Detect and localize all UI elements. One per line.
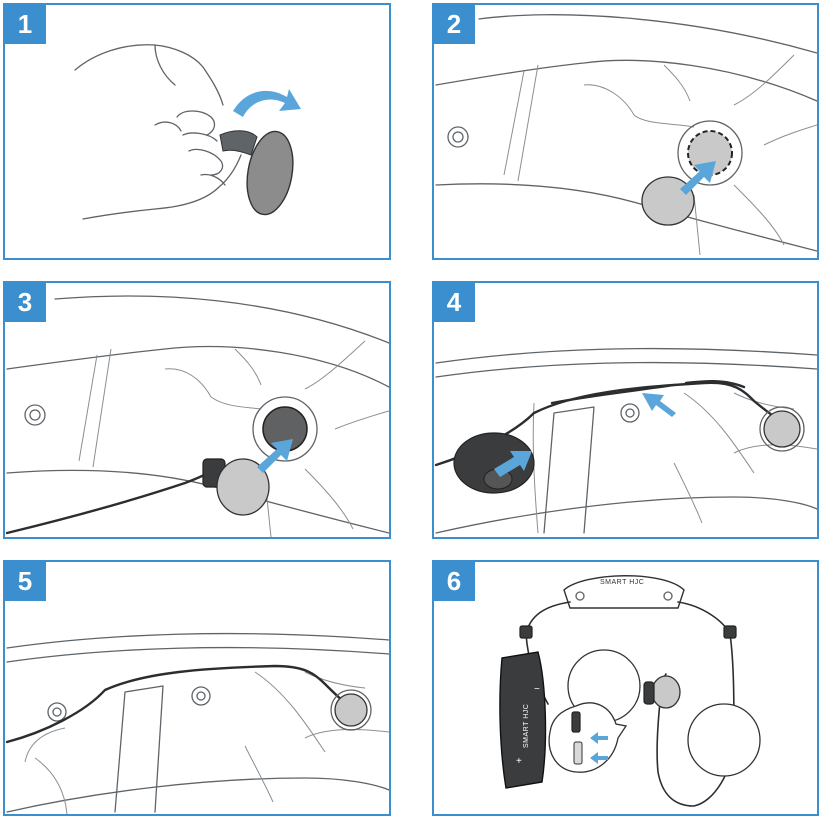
main-unit-body <box>563 575 685 609</box>
helmet-speaker <box>763 410 801 448</box>
plus-label: + <box>516 756 522 767</box>
adhesive-pad <box>246 130 294 216</box>
step-number-badge: 4 <box>434 283 475 322</box>
connector-callout <box>548 702 628 773</box>
step-1-panel: 1 <box>3 3 391 260</box>
route-cable-arrow-icon <box>642 393 676 417</box>
connector-plug <box>571 711 581 733</box>
step-number-badge: 6 <box>434 562 475 601</box>
remove-adhesive-backing-illustration <box>74 44 301 220</box>
side-remote-unit <box>499 651 547 789</box>
insert-arrow-icon <box>680 161 716 195</box>
helmet-speaker <box>216 458 270 516</box>
insert-arrow-icon <box>257 439 293 473</box>
step-number-badge: 1 <box>5 5 46 44</box>
attach-pad-illustration <box>435 14 817 256</box>
place-speaker-illustration <box>5 295 389 537</box>
step-2-panel: 2 <box>432 3 819 260</box>
step-number-badge: 5 <box>5 562 46 601</box>
connect-unit-illustration: SMART HJC SMART HJC − + <box>499 575 761 807</box>
speaker-cable <box>5 467 217 535</box>
connect-arrow-icon-2 <box>590 752 608 764</box>
peel-tab <box>219 130 258 156</box>
microphone-cable <box>434 381 786 467</box>
peel-arrow-icon <box>233 89 301 117</box>
side-unit-brand-text: SMART HJC <box>523 704 530 748</box>
hand-outline <box>74 44 242 220</box>
connect-arrow-icon-1 <box>590 732 608 744</box>
route-cable-illustration <box>434 347 817 534</box>
attach-mic-arrow-icon <box>494 451 532 477</box>
main-unit-brand-text: SMART HJC <box>600 579 644 586</box>
boom-microphone <box>453 432 535 494</box>
step-number-badge: 3 <box>5 283 46 322</box>
cable-channel-route <box>550 380 746 405</box>
step-5-panel: 5 <box>3 560 391 816</box>
speaker-recess <box>677 120 743 186</box>
helmet-speaker <box>334 693 368 727</box>
helmet-speaker <box>651 675 681 709</box>
step-6-panel: 6 SMART HJC SMART HJC − + <box>432 560 819 816</box>
minus-label: − <box>534 684 540 695</box>
step-number-badge: 2 <box>434 5 475 44</box>
step-4-panel: 4 <box>432 281 819 539</box>
connector-socket <box>573 741 583 765</box>
step-3-panel: 3 <box>3 281 391 539</box>
tuck-cable-illustration <box>5 632 389 814</box>
speaker-pad-right <box>687 703 761 777</box>
tucked-cable <box>5 664 351 744</box>
